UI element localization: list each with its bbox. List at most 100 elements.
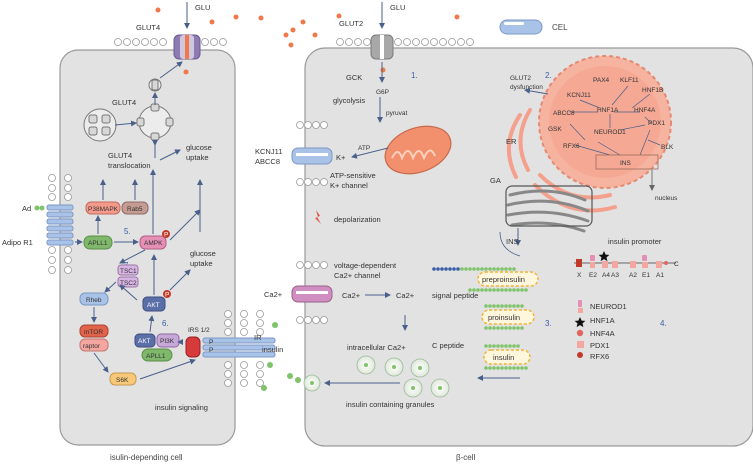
factor-neurod1: NEUROD1 (594, 129, 626, 136)
legend-hnf4a: HNF4A (590, 329, 615, 338)
membrane-top-left (114, 38, 227, 46)
factor-klf11: KLF11 (620, 77, 639, 84)
glut4-vesicles (83, 78, 174, 142)
irs-label: IRS 1/2 (188, 327, 210, 334)
promoter-site-e1: E1 (642, 272, 650, 279)
promoter-c-label: C (674, 261, 679, 268)
factor-pdx1: PDX1 (648, 120, 665, 127)
ins-gene-label: INS (620, 160, 632, 167)
tsc2-label: TSC2 (120, 280, 137, 287)
beta-cell (304, 47, 753, 447)
glut2-transporter (370, 34, 394, 60)
glut4-vesicle-label: GLUT4 (112, 98, 136, 107)
ins-ga-label: INS (506, 237, 519, 246)
atp-label: ATP (358, 145, 370, 152)
c-peptide-label: C peptide (432, 341, 464, 350)
glut2-top-label: GLUT2 (339, 19, 363, 28)
s6k-label: S6K (116, 377, 129, 384)
right-cell-title: β-cell (456, 453, 475, 462)
glycolysis-label: glycolysis (333, 96, 365, 105)
apll1-top-node (83, 235, 113, 250)
insulin-molecules (261, 322, 301, 391)
apll1-bottom-label: APLL1 (146, 353, 166, 360)
apll1-top-label: APLL1 (88, 240, 108, 247)
ir-p-label-1: P (209, 339, 213, 346)
promoter-site-e2: E2 (589, 272, 597, 279)
intracellular-ca-label: intracellular Ca2+ (347, 343, 406, 352)
s6k-node (109, 372, 137, 386)
pyruvat-label: pyruvat (386, 110, 408, 117)
ampk-label: AMPK (144, 240, 163, 247)
factor-hnf1b: HNF1B (642, 87, 663, 94)
raptor-label: raptor (83, 343, 101, 350)
mitochondrion (384, 125, 452, 175)
cel-legend: CEL (499, 19, 568, 35)
legend-neurod1: NEUROD1 (590, 302, 627, 311)
membrane-left-right-side (224, 310, 264, 387)
factor-rfx6: RFX6 (563, 143, 580, 150)
legend-hnf1a: HNF1A (590, 316, 615, 325)
glut4-top-label: GLUT4 (136, 23, 160, 32)
akt-node-1 (142, 296, 166, 312)
promoter-site-a1: A1 (656, 272, 664, 279)
transcription-factor-legend (574, 300, 586, 358)
adiponectin-receptor (46, 174, 74, 274)
adipo-r1-label: Adipo R1 (2, 238, 33, 247)
ga-label: GA (490, 176, 501, 185)
insulin-signaling-label: insulin signaling (155, 403, 208, 412)
insulin-extracellular-label: insulin (262, 345, 283, 354)
glu-label-right: GLU (390, 3, 405, 12)
k-plus-label: K+ (336, 153, 346, 162)
step-5: 5. (124, 227, 131, 236)
mtor-label: mTOR (84, 329, 103, 336)
cel-label: CEL (552, 23, 568, 32)
nucleus-factor-network (569, 85, 661, 156)
tsc1-label: TSC1 (120, 268, 137, 275)
factor-gsk: GSK (548, 126, 562, 133)
tsc1-node (117, 264, 139, 276)
ca-in-label-2: Ca2+ (396, 291, 415, 300)
ir-p-label-2: P (209, 347, 213, 354)
raptor-node (79, 338, 109, 352)
step-6: 6. (162, 319, 169, 328)
legend-rfx6: RFX6 (590, 352, 609, 361)
step-2: 2. (545, 71, 552, 80)
factor-pax4: PAX4 (593, 77, 610, 84)
nucleus-label: nucleus (655, 195, 678, 202)
factor-abcc8: ABCC8 (553, 110, 575, 117)
ad-label: Ad (22, 204, 31, 213)
mtor-node (79, 324, 109, 338)
preproinsulin-label: preproinsulin (482, 275, 525, 284)
insulin-receptor: P P (202, 337, 276, 358)
rheb-node (79, 292, 109, 306)
signal-peptide-label: signal peptide (432, 291, 478, 300)
depolarization-bolt (315, 210, 321, 224)
ir-label: IR (254, 333, 262, 342)
pi3k-label: PI3K (160, 338, 175, 345)
katp-channel (291, 121, 333, 186)
irs-node (185, 336, 201, 358)
svg-text:P: P (165, 292, 169, 299)
depolarization-label: depolarization (334, 215, 381, 224)
ca-in-label-1: Ca2+ (342, 291, 361, 300)
factor-kcnj11: KCNJ11 (567, 92, 591, 99)
svg-text:P: P (164, 232, 168, 239)
insulin-granules-label: insulin containing granules (346, 400, 435, 409)
rab5-label: Rab5 (127, 206, 143, 213)
golgi-apparatus (506, 189, 590, 233)
calcium-channel (291, 261, 333, 324)
insulin-promoter (574, 251, 676, 268)
step-4: 4. (660, 319, 667, 328)
rab5-node (121, 201, 149, 215)
factor-hnf4a: HNF4A (634, 107, 656, 114)
promoter-site-a2: A2 (629, 272, 637, 279)
proinsulin-chain (481, 304, 535, 330)
akt-node-2 (134, 333, 156, 348)
step-1: 1. (411, 71, 418, 80)
apll1-bottom-node (141, 348, 173, 362)
